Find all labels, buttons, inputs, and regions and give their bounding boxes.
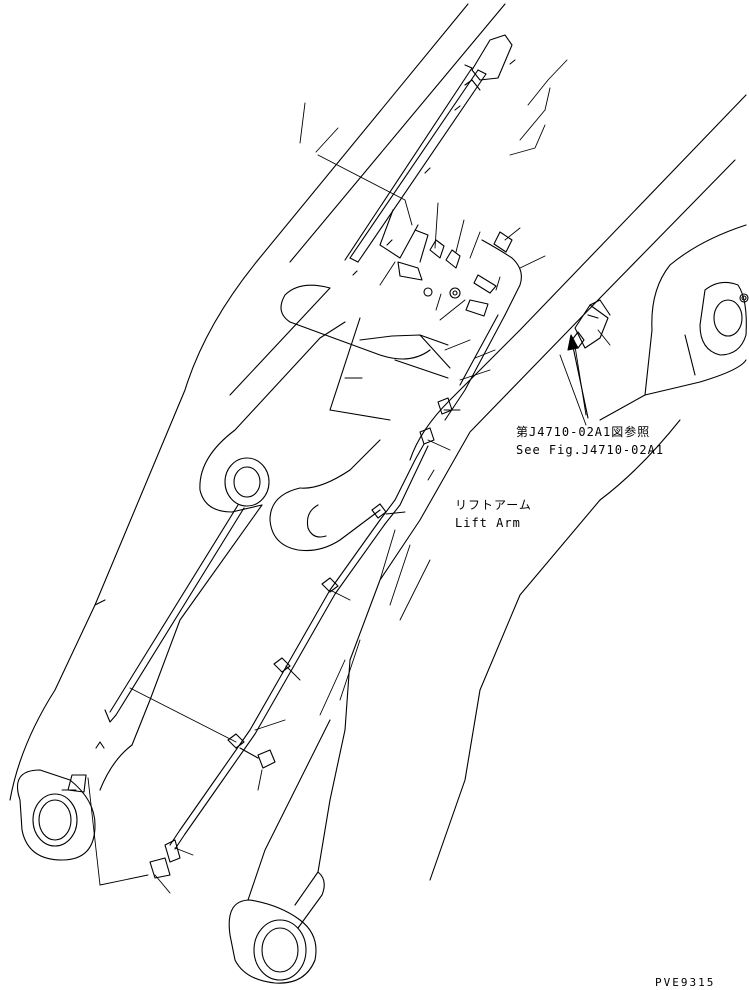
reference-arrow-icon [567, 334, 589, 419]
left-lift-arm [9, 3, 506, 861]
reference-label-jp: 第J4710-02A1図参照 [516, 425, 651, 439]
drawing-code: PVE9315 [655, 976, 716, 989]
reference-label-en: See Fig.J4710-02A1 [516, 443, 665, 457]
leader-lines [61, 59, 611, 894]
hose-fittings [379, 231, 522, 525]
right-lift-arm [228, 94, 749, 984]
part-name-en: Lift Arm [455, 516, 521, 530]
mounting-rail [344, 34, 516, 299]
grease-line [104, 503, 387, 879]
cross-tube [199, 284, 451, 552]
part-name-jp: リフトアーム [455, 498, 532, 512]
